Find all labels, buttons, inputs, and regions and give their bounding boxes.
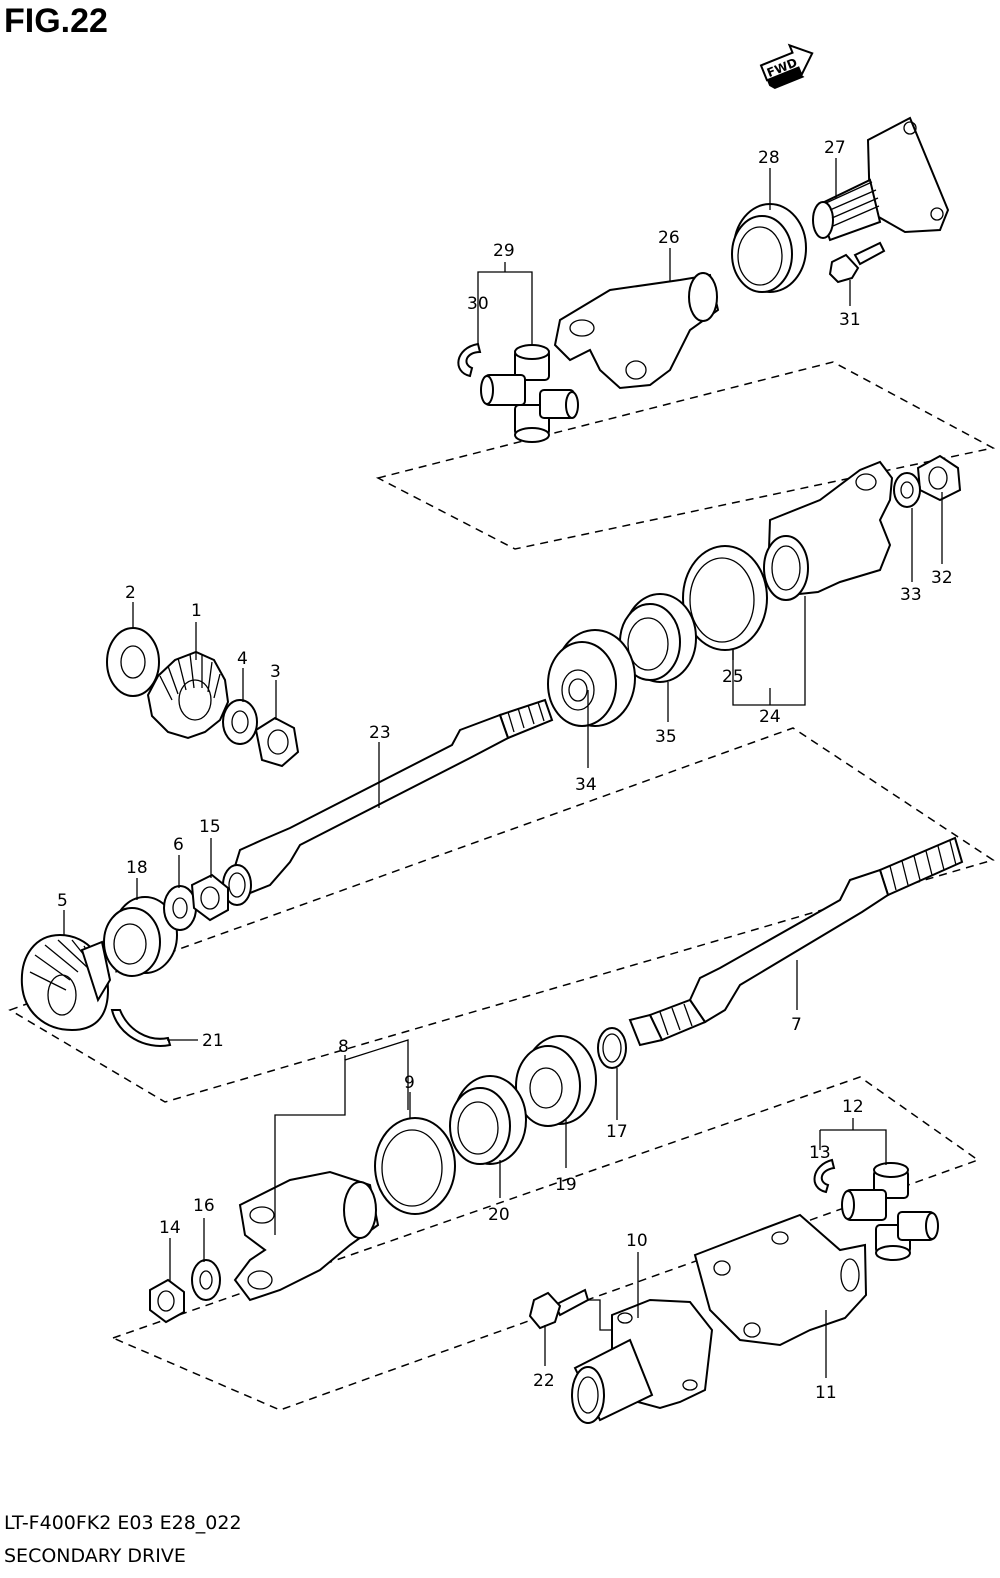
callout-3: 3: [270, 662, 281, 682]
callout-10: 10: [626, 1231, 648, 1251]
part-13-circlip: [813, 1158, 836, 1194]
part-26-yoke: [553, 272, 720, 390]
callout-27: 27: [824, 138, 846, 158]
callout-12: 12: [842, 1097, 864, 1117]
callout-16: 16: [193, 1196, 215, 1216]
part-35-bearing: [619, 593, 697, 683]
callout-32: 32: [931, 568, 953, 588]
part-5-ring-gear: [20, 933, 112, 1032]
callout-2: 2: [125, 583, 136, 603]
leader-lines: [63, 158, 943, 1378]
callout-20: 20: [488, 1205, 510, 1225]
part-18-bearing: [103, 896, 178, 977]
part-24-flange-yoke: [763, 460, 894, 601]
callout-29: 29: [493, 241, 515, 261]
callout-labels: 2 1 4 3 23 6 15 18 5 21 7 34 35 25 24 33…: [57, 138, 953, 1403]
diagram-code: LT-F400FK2 E03 E28_022: [4, 1512, 242, 1534]
part-15-nut: [190, 873, 229, 922]
callout-18: 18: [126, 858, 148, 878]
part-10-flange: [571, 1298, 714, 1424]
part-4-washer: [222, 699, 258, 745]
part-1-bevel-gear: [146, 650, 230, 740]
callout-9: 9: [404, 1073, 415, 1093]
part-34-bearing: [547, 629, 636, 727]
callout-31: 31: [839, 310, 861, 330]
callout-28: 28: [758, 148, 780, 168]
callout-30: 30: [467, 294, 489, 314]
part-30-circlip: [457, 342, 482, 378]
callout-11: 11: [815, 1383, 837, 1403]
part-14-nut: [149, 1278, 185, 1324]
part-27-output-shaft: [812, 116, 950, 242]
part-20-oil-seal: [449, 1075, 527, 1165]
part-17-o-ring: [597, 1027, 627, 1069]
callout-5: 5: [57, 891, 68, 911]
callout-25: 25: [722, 667, 744, 687]
part-12-universal-joint: [841, 1162, 939, 1261]
callout-7: 7: [791, 1015, 802, 1035]
section-name: SECONDARY DRIVE: [4, 1545, 186, 1567]
part-9-oil-seal: [374, 1117, 456, 1215]
part-11-flange-yoke: [693, 1213, 868, 1347]
part-22-bolt: [528, 1288, 590, 1330]
callout-14: 14: [159, 1218, 181, 1238]
group-outline-middle: [8, 727, 995, 1103]
callout-17: 17: [606, 1122, 628, 1142]
callout-15: 15: [199, 817, 221, 837]
part-16-washer: [191, 1259, 221, 1301]
part-21-circlip: [110, 1009, 172, 1047]
callout-4: 4: [237, 649, 248, 669]
part-33-washer: [893, 472, 921, 508]
callout-23: 23: [369, 723, 391, 743]
callout-33: 33: [900, 585, 922, 605]
group-outline-lower: [110, 1076, 980, 1411]
part-29-universal-joint: [480, 344, 579, 443]
part-19-bearing: [515, 1035, 597, 1127]
callout-13: 13: [809, 1143, 831, 1163]
part-3-nut: [254, 716, 300, 768]
part-31-bolt: [828, 241, 886, 284]
part-23-propeller-shaft: [222, 698, 554, 906]
callout-19: 19: [555, 1175, 577, 1195]
figure-title: FIG.22: [4, 2, 108, 40]
callout-26: 26: [658, 228, 680, 248]
callout-8: 8: [338, 1037, 349, 1057]
part-28-oil-seal: [731, 203, 807, 293]
callout-21: 21: [202, 1031, 224, 1051]
callout-35: 35: [655, 727, 677, 747]
callout-24: 24: [759, 707, 781, 727]
callout-1: 1: [191, 601, 202, 621]
callout-22: 22: [533, 1371, 555, 1391]
callout-6: 6: [173, 835, 184, 855]
fwd-direction-icon: FWD: [759, 43, 814, 89]
group-outline-upper: [375, 361, 996, 550]
part-25-oil-seal: [682, 545, 768, 651]
part-2-shim: [106, 627, 160, 697]
part-8-yoke: [233, 1170, 380, 1302]
part-7-drive-shaft: [628, 836, 964, 1047]
part-6-washer: [163, 885, 197, 931]
callout-34: 34: [575, 775, 597, 795]
